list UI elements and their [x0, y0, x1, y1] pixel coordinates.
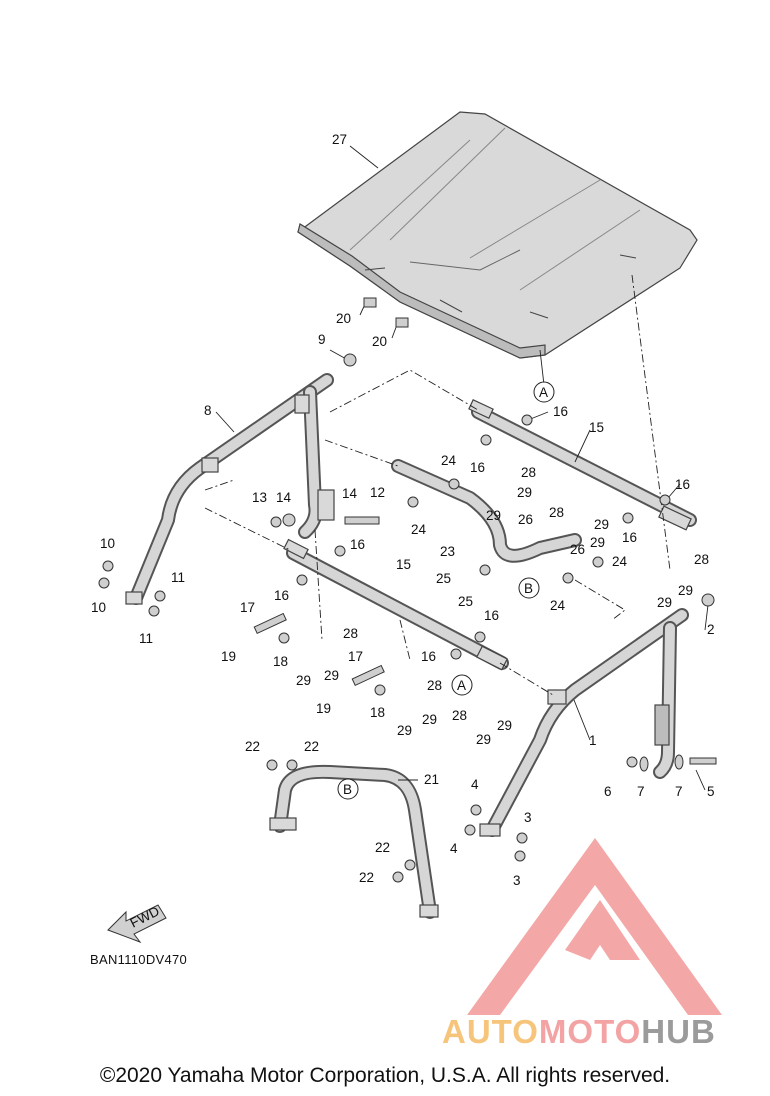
- callout-24-b: 24: [411, 522, 427, 537]
- watermark-text: AUTOMOTOHUB: [442, 1013, 716, 1051]
- callout-29-a: 29: [517, 485, 532, 500]
- callout-10-a: 10: [100, 536, 115, 551]
- callout-29-k: 29: [497, 718, 512, 733]
- callout-17-b: 17: [348, 649, 363, 664]
- ref-a-mid: A: [457, 678, 466, 693]
- callout-28-f: 28: [452, 708, 467, 723]
- callout-17-a: 17: [240, 600, 255, 615]
- callout-18-b: 18: [370, 705, 385, 720]
- rear-crossbar-upper: [468, 399, 697, 531]
- callout-29-b: 29: [486, 508, 501, 523]
- callout-22-d: 22: [359, 870, 374, 885]
- watermark-hub: HUB: [641, 1013, 716, 1050]
- callout-24-a: 24: [441, 453, 457, 468]
- callout-16-f: 16: [274, 588, 289, 603]
- callout-21: 21: [424, 772, 439, 787]
- callout-28-a: 28: [521, 465, 536, 480]
- fasteners: [98, 297, 717, 883]
- callout-29-f: 29: [657, 595, 672, 610]
- callout-3-b: 3: [513, 873, 521, 888]
- callout-16-h: 16: [421, 649, 436, 664]
- callout-19-b: 19: [316, 701, 331, 716]
- callout-22-c: 22: [375, 840, 390, 855]
- right-roll-frame: [479, 608, 689, 837]
- callout-28-c: 28: [694, 552, 709, 567]
- center-brace: [391, 459, 582, 563]
- callout-24-c: 24: [612, 554, 628, 569]
- ref-b-low: B: [343, 782, 352, 797]
- callout-11-a: 11: [171, 570, 185, 585]
- callout-29-e: 29: [678, 583, 693, 598]
- fwd-arrow: FWD: [107, 903, 167, 944]
- callout-9: 9: [318, 332, 326, 347]
- callout-15-a: 15: [589, 420, 604, 435]
- watermark-moto: MOTO: [538, 1013, 642, 1050]
- callout-2: 2: [707, 622, 715, 637]
- callout-18-a: 18: [273, 654, 288, 669]
- callout-15-b: 15: [396, 557, 411, 572]
- callout-19-a: 19: [221, 649, 236, 664]
- callout-5: 5: [707, 784, 715, 799]
- callout-25-b: 25: [458, 594, 473, 609]
- callout-23: 23: [440, 544, 455, 559]
- callout-24-d: 24: [550, 598, 566, 613]
- callout-6: 6: [604, 784, 612, 799]
- callout-20b: 20: [372, 334, 387, 349]
- callout-29-i: 29: [422, 712, 437, 727]
- callout-12: 12: [370, 485, 385, 500]
- diagram-code: BAN1110DV470: [90, 952, 188, 967]
- callout-29-h: 29: [296, 673, 311, 688]
- callout-29-c: 29: [594, 517, 609, 532]
- callout-7-b: 7: [675, 784, 683, 799]
- left-roll-frame: [125, 373, 335, 605]
- callout-4-b: 4: [450, 841, 458, 856]
- ref-b-mid: B: [524, 581, 533, 596]
- callout-16-d: 16: [622, 530, 637, 545]
- callout-22-b: 22: [304, 739, 319, 754]
- lower-brace-bar: [269, 764, 439, 919]
- callout-25-a: 25: [436, 571, 451, 586]
- callout-26-a: 26: [518, 512, 533, 527]
- callout-26-b: 26: [570, 542, 585, 557]
- callout-3-a: 3: [524, 810, 532, 825]
- watermark-auto: AUTO: [442, 1013, 539, 1050]
- callout-29-g: 29: [324, 668, 339, 683]
- roof-panel: [296, 111, 698, 359]
- callout-14-a: 14: [276, 490, 292, 505]
- callout-28-e: 28: [427, 678, 442, 693]
- callout-1: 1: [589, 733, 597, 748]
- ref-a-top: A: [539, 385, 548, 400]
- callout-8: 8: [204, 403, 212, 418]
- ref-b-circle-low: [337, 778, 359, 800]
- callout-22-a: 22: [245, 739, 260, 754]
- callout-16-e: 16: [350, 537, 365, 552]
- callout-10-b: 10: [91, 600, 106, 615]
- callout-7-a: 7: [637, 784, 645, 799]
- callout-27: 27: [332, 132, 347, 147]
- callout-29-j: 29: [397, 723, 412, 738]
- ref-a-circle-mid: [451, 674, 473, 696]
- callout-4-a: 4: [471, 777, 479, 792]
- callout-28-d: 28: [343, 626, 358, 641]
- callout-16-a: 16: [553, 404, 568, 419]
- callout-11-b: 11: [139, 631, 153, 646]
- watermark-logo: [467, 838, 722, 1015]
- callout-14-b: 14: [342, 486, 358, 501]
- callout-29-l: 29: [476, 732, 491, 747]
- callout-16-b: 16: [470, 460, 485, 475]
- copyright-notice: ©2020 Yamaha Motor Corporation, U.S.A. A…: [99, 1064, 671, 1087]
- callout-29-d: 29: [590, 535, 605, 550]
- callout-labels: 27 20 20 9 8 16 15 16 16 24 28 29 29 13 …: [91, 132, 715, 888]
- reference-markers: A A B B: [337, 381, 555, 800]
- callout-16-c: 16: [675, 477, 690, 492]
- ref-b-circle-mid: [518, 577, 540, 599]
- callout-20a: 20: [336, 311, 351, 326]
- callout-16-g: 16: [484, 608, 499, 623]
- callout-13: 13: [252, 490, 267, 505]
- ref-a-circle-top: [533, 381, 555, 403]
- front-crossbar-lower: [283, 538, 509, 671]
- callout-28-b: 28: [549, 505, 564, 520]
